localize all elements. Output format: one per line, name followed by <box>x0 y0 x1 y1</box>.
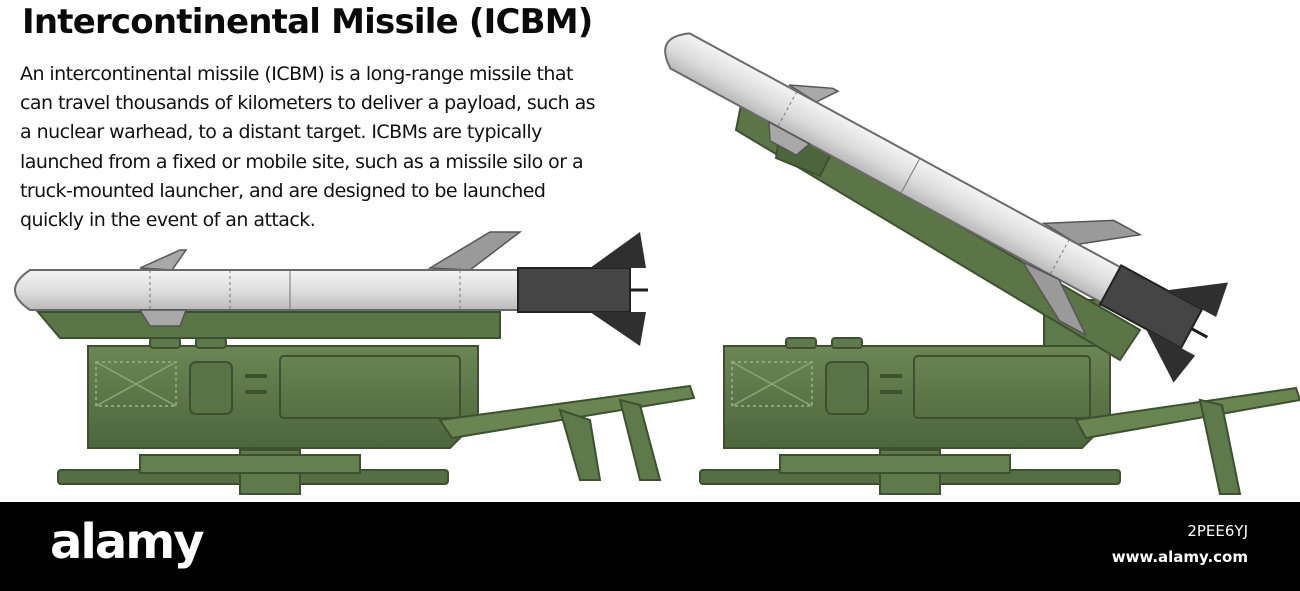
description-line: truck-mounted launcher, and are designed… <box>20 179 546 202</box>
missile-raised <box>664 32 1228 383</box>
description-line: quickly in the event of an attack. <box>20 209 316 232</box>
missile-illustration <box>14 32 1300 495</box>
missile-body <box>14 269 521 311</box>
description-line: An intercontinental missile (ICBM) is a … <box>20 63 573 85</box>
description-paragraph: An intercontinental missile (ICBM) is a … <box>20 60 680 235</box>
launcher-horizontal <box>14 231 696 495</box>
description-line: a nuclear warhead, to a distant target. … <box>20 121 542 144</box>
site-url: www.alamy.com <box>1111 548 1248 566</box>
description-line: launched from a fixed or mobile site, su… <box>20 150 584 173</box>
missile-engine <box>517 267 631 313</box>
brand-logo: alamy <box>50 514 205 570</box>
watermark-bar <box>0 502 1300 591</box>
page-title: Intercontinental Missile (ICBM) <box>22 2 593 42</box>
image-id: 2PEE6YJ <box>1187 522 1248 540</box>
description-line: can travel thousands of kilometers to de… <box>20 92 596 115</box>
missile-horizontal <box>14 231 648 346</box>
launcher-raised <box>664 32 1300 495</box>
